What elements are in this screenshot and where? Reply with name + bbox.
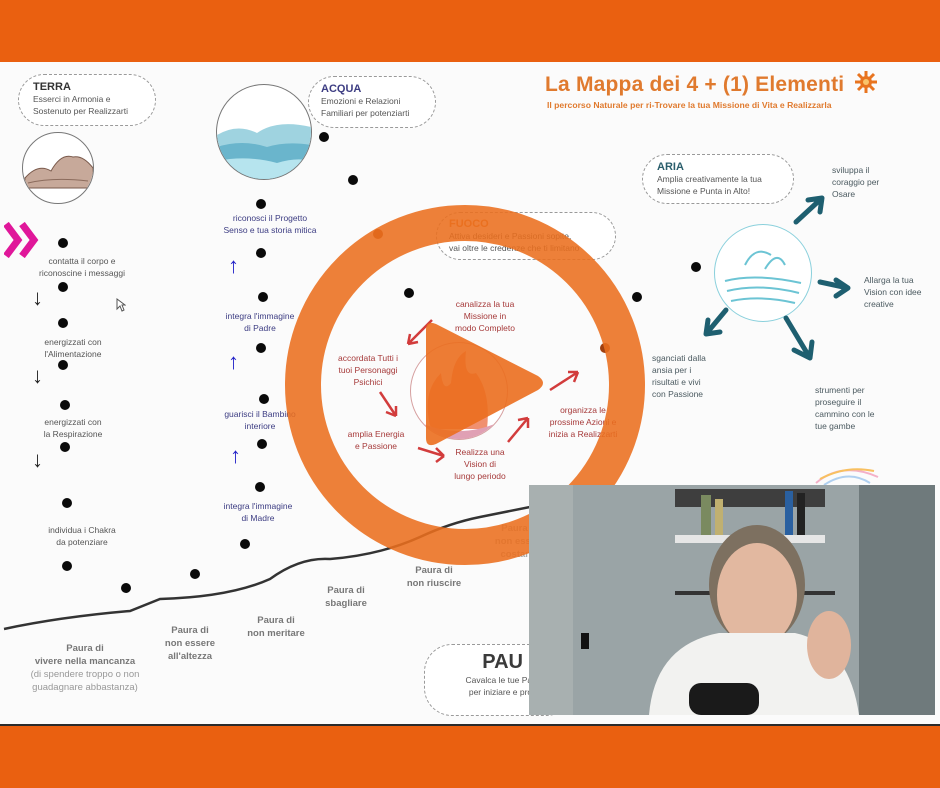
- path-dot: [60, 400, 70, 410]
- path-dot: [258, 292, 268, 302]
- path-dot: [190, 569, 200, 579]
- path-dot: [58, 282, 68, 292]
- path-dot: [62, 498, 72, 508]
- earth-illustration: [22, 132, 94, 204]
- sun-icon: [855, 71, 878, 93]
- arrow-down-icon: ↓: [32, 285, 43, 310]
- presenter-webcam: [529, 485, 935, 715]
- path-dot: [259, 394, 269, 404]
- path-dot: [319, 132, 329, 142]
- path-dot: [256, 343, 266, 353]
- water-illustration: [216, 84, 312, 180]
- path-dot: [240, 539, 250, 549]
- path-dot: [121, 583, 131, 593]
- arrow-up-icon: ↑: [228, 349, 239, 374]
- path-dot: [255, 482, 265, 492]
- path-dot: [58, 360, 68, 370]
- path-dot: [62, 561, 72, 571]
- slide-title: La Mappa dei 4 + (1) Elementi: [545, 70, 878, 97]
- double-chevron-icon: [4, 222, 39, 258]
- acqua-label: ACQUA Emozioni e Relazioni Familiari per…: [308, 76, 436, 128]
- path-dot: [691, 262, 701, 272]
- ether-illustration: [815, 468, 879, 486]
- path-dot: [58, 238, 68, 248]
- path-dot: [632, 292, 642, 302]
- air-illustration: [714, 224, 812, 322]
- path-dot: [60, 442, 70, 452]
- slide-canvas: La Mappa dei 4 + (1) Elementi Il percors…: [0, 62, 940, 726]
- aria-label: ARIA Amplia creativamente la tua Mission…: [642, 154, 794, 204]
- path-dot: [256, 199, 266, 209]
- terra-label: TERRA Esserci in Armonia e Sostenuto per…: [18, 74, 156, 126]
- mouse-cursor-icon: [116, 298, 126, 312]
- path-dot: [257, 439, 267, 449]
- arrow-down-icon: ↓: [32, 363, 43, 388]
- aria-arrows: [703, 195, 851, 361]
- arrow-up-icon: ↑: [230, 443, 241, 468]
- path-dot: [58, 318, 68, 328]
- path-dot: [256, 248, 266, 258]
- arrow-down-icon: ↓: [32, 447, 43, 472]
- arrow-up-icon: ↑: [228, 253, 239, 278]
- play-icon[interactable]: [420, 320, 550, 450]
- slide-subtitle: Il percorso Naturale per ri-Trovare la t…: [547, 100, 832, 110]
- path-dot: [348, 175, 358, 185]
